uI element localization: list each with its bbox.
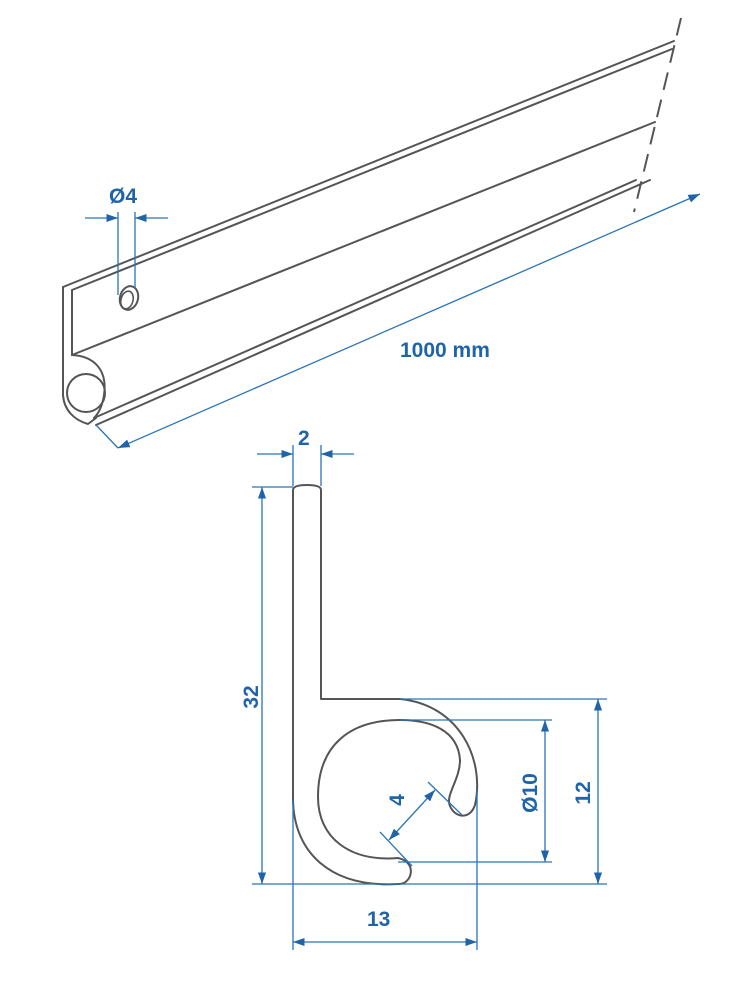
rail-top-edge xyxy=(62,40,675,288)
rail-top-edge-inner xyxy=(71,48,673,291)
height-dimension: 32 xyxy=(240,486,398,885)
break-line xyxy=(633,17,682,213)
thickness-label: 2 xyxy=(298,427,310,450)
height-label: 32 xyxy=(240,685,263,708)
width-label: 13 xyxy=(367,908,390,931)
outer-height-dimension: 12 xyxy=(398,698,607,885)
width-dimension: 13 xyxy=(292,790,478,950)
rail-middle-edge xyxy=(71,121,656,356)
cross-section-profile xyxy=(292,484,479,886)
rail-lower-edge xyxy=(93,179,637,419)
tube-end-opening xyxy=(66,373,106,413)
slot-opening-dimension: 4 xyxy=(379,781,463,867)
length-dimension: 1000 mm xyxy=(95,193,701,449)
inner-diameter-dimension: Ø10 xyxy=(398,719,552,863)
length-label: 1000 mm xyxy=(400,339,490,362)
hole-diameter-dimension: Ø4 xyxy=(85,185,168,295)
inner-diameter-label: Ø10 xyxy=(519,773,542,813)
thickness-dimension: 2 xyxy=(257,427,354,486)
profile-outline xyxy=(292,484,479,886)
isometric-rail-view xyxy=(62,17,682,426)
outer-height-label: 12 xyxy=(572,781,595,804)
slot-opening-label: 4 xyxy=(386,794,409,806)
tube-end-bottom xyxy=(62,394,97,425)
rail-bottom-edge xyxy=(95,179,651,426)
hole-diameter-label: Ø4 xyxy=(109,185,137,208)
